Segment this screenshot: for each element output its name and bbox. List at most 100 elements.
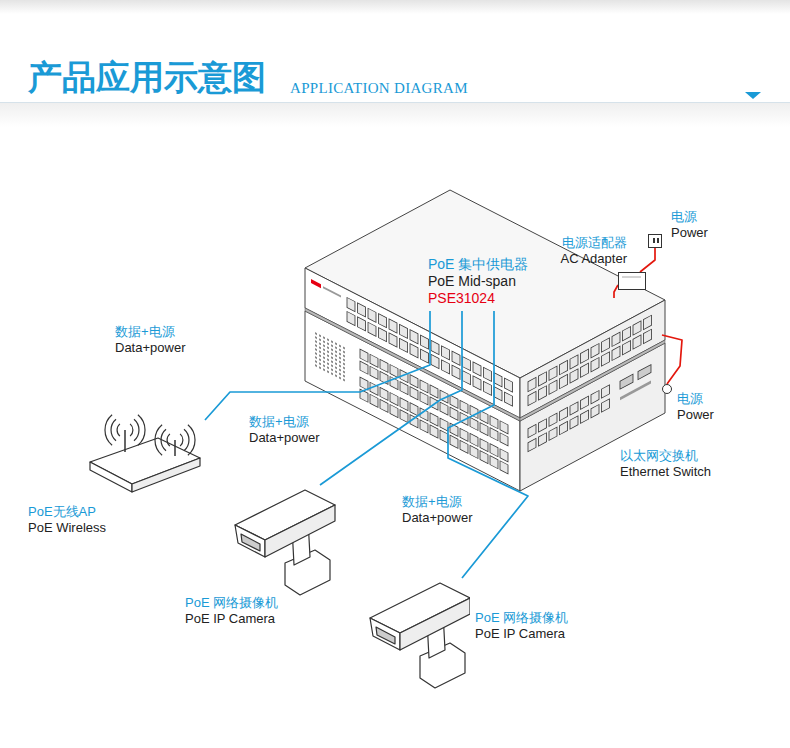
signal-arc xyxy=(117,424,120,436)
page-title: 产品应用示意图 xyxy=(28,56,266,98)
vent xyxy=(331,344,333,347)
port xyxy=(410,344,418,358)
port xyxy=(581,396,589,409)
signal-arc xyxy=(184,429,189,450)
port xyxy=(623,341,631,355)
caption: 电源Power xyxy=(677,391,714,423)
port xyxy=(400,382,408,395)
port xyxy=(602,352,610,366)
port xyxy=(473,376,481,390)
vent xyxy=(331,348,333,351)
sfp-port xyxy=(620,374,633,389)
node-text: Power xyxy=(677,407,714,423)
port xyxy=(549,427,557,440)
vent xyxy=(315,356,317,359)
vent xyxy=(319,362,321,365)
edge-label: 数据+电源 Data+power xyxy=(400,493,482,527)
vent xyxy=(339,360,341,363)
data-cable xyxy=(320,311,462,485)
port xyxy=(612,346,620,360)
port xyxy=(494,387,502,401)
port xyxy=(490,444,498,457)
logo-bar xyxy=(323,286,341,297)
port xyxy=(539,372,547,386)
header-arrow xyxy=(745,92,761,99)
subtitle: APPLICATION DIAGRAM xyxy=(290,79,468,97)
camera-side xyxy=(265,505,335,557)
caption: PoE 网络摄像机PoE IP Camera xyxy=(475,610,568,642)
port xyxy=(528,391,536,405)
port xyxy=(570,355,578,369)
port xyxy=(473,362,481,376)
port xyxy=(560,360,568,374)
port xyxy=(420,420,428,433)
port xyxy=(431,354,439,368)
vent xyxy=(319,338,321,341)
port xyxy=(421,335,429,349)
port xyxy=(612,332,620,346)
vent xyxy=(343,374,345,377)
port xyxy=(602,399,610,412)
vent xyxy=(335,362,337,365)
port xyxy=(358,303,366,317)
port xyxy=(421,349,429,363)
vent xyxy=(339,364,341,367)
port xyxy=(460,428,468,441)
port xyxy=(591,357,599,371)
caption: 以太网交换机Ethernet Switch xyxy=(620,448,711,480)
plug-icon xyxy=(663,385,673,395)
port xyxy=(484,367,492,381)
vent xyxy=(343,350,345,353)
header-shadow xyxy=(0,103,790,127)
signal-arc xyxy=(155,425,162,456)
node-title: 电源 xyxy=(677,391,714,407)
port xyxy=(450,435,458,448)
port xyxy=(560,421,568,434)
vent xyxy=(319,346,321,349)
port xyxy=(490,428,498,441)
antenna xyxy=(124,430,126,452)
port xyxy=(480,439,488,452)
port xyxy=(500,449,508,462)
vent xyxy=(315,360,317,363)
port xyxy=(380,387,388,400)
port xyxy=(460,440,468,453)
port xyxy=(440,430,448,443)
data-cable xyxy=(448,311,528,578)
vent xyxy=(339,356,341,359)
cam-icon xyxy=(365,578,470,690)
port xyxy=(480,423,488,436)
vent xyxy=(335,358,337,361)
node-text: PoE Wireless xyxy=(28,520,106,536)
port xyxy=(360,377,368,390)
port xyxy=(480,411,488,424)
port xyxy=(560,374,568,388)
vent xyxy=(331,372,333,375)
port xyxy=(644,315,652,329)
signal-arc xyxy=(180,434,183,446)
vent xyxy=(327,370,329,373)
vent xyxy=(331,364,333,367)
vent xyxy=(319,358,321,361)
signal-arc xyxy=(105,415,112,446)
power-plug: 电源Power xyxy=(662,384,672,394)
vent xyxy=(331,356,333,359)
port xyxy=(390,364,398,377)
port xyxy=(430,385,438,398)
vent xyxy=(323,340,325,343)
port xyxy=(360,361,368,374)
node-title: 电源适配器 xyxy=(561,235,628,251)
port xyxy=(400,338,408,352)
switch-device: 以太网交换机Ethernet Switch xyxy=(540,320,662,430)
sfp-port xyxy=(638,365,651,380)
port xyxy=(623,327,631,341)
port xyxy=(389,333,397,347)
node-title: PoE无线AP xyxy=(28,504,106,520)
ap-side xyxy=(132,458,200,492)
vent xyxy=(319,350,321,353)
node-title: 以太网交换机 xyxy=(620,448,711,464)
port xyxy=(484,381,492,395)
port xyxy=(400,324,408,338)
port xyxy=(591,404,599,417)
data-cable xyxy=(205,311,430,420)
